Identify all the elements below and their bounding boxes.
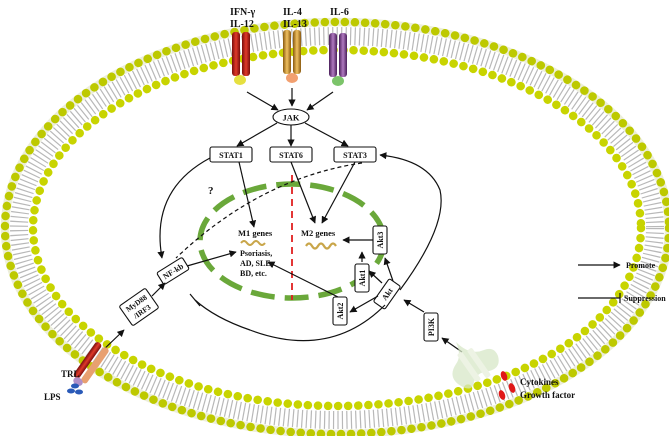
growth-factor-label: Growth factor xyxy=(520,390,575,400)
akt3-label: Akt3 xyxy=(376,232,385,249)
pi3k-label: PI3K xyxy=(427,317,436,336)
myd88-node xyxy=(119,288,159,326)
membrane-inner-layer xyxy=(28,45,646,411)
membrane-outer-layer xyxy=(0,17,669,436)
akt1-label: Akt1 xyxy=(358,270,367,287)
m2-dna-icon xyxy=(305,242,337,250)
label-il6: IL-6 xyxy=(330,7,349,18)
pi3k-node xyxy=(423,312,439,342)
membrane-outer-shadow xyxy=(0,17,669,436)
label-il12: IL-12 xyxy=(230,19,254,30)
membrane-tails xyxy=(10,27,664,429)
stat3-label: STAT3 xyxy=(343,151,367,160)
legend: Promote Suppression xyxy=(578,261,666,303)
disease-line-2: AD, SLE, xyxy=(240,259,273,268)
legend-promote: Promote xyxy=(626,261,656,270)
m1-dna-icon xyxy=(240,240,266,246)
stat1-node xyxy=(209,146,253,163)
stat6-label: STAT6 xyxy=(279,151,303,160)
nfkb-node xyxy=(156,257,190,285)
label-il4: IL-4 xyxy=(283,7,302,18)
lps-molecules xyxy=(67,383,83,395)
lps-label: LPS xyxy=(44,392,61,402)
akt2-node xyxy=(332,296,348,326)
akt-node xyxy=(373,278,401,310)
receptor-il4-il13 xyxy=(283,30,301,83)
receptor-ifn-il12 xyxy=(232,32,250,85)
disease-line-1: Psoriasis, xyxy=(240,249,272,258)
legend-suppression: Suppression xyxy=(624,294,666,303)
trl-label: TRL xyxy=(61,369,80,379)
question-mark: ? xyxy=(208,185,214,197)
receptor-il6 xyxy=(329,33,347,86)
stat1-label: STAT1 xyxy=(219,151,243,160)
growth-factor-receptor xyxy=(452,342,499,389)
cytokine-particles xyxy=(498,371,516,400)
m1-genes-label: M1 genes xyxy=(238,228,273,238)
m2-genes-label: M2 genes xyxy=(301,228,336,238)
cytokines-label: Cytokines xyxy=(520,377,559,387)
akt2-label: Akt2 xyxy=(336,303,345,320)
disease-line-3: BD, etc. xyxy=(240,269,267,278)
label-il13: IL-13 xyxy=(283,19,307,30)
label-ifng: IFN-γ xyxy=(230,7,256,18)
jak-label: JAK xyxy=(283,113,300,123)
